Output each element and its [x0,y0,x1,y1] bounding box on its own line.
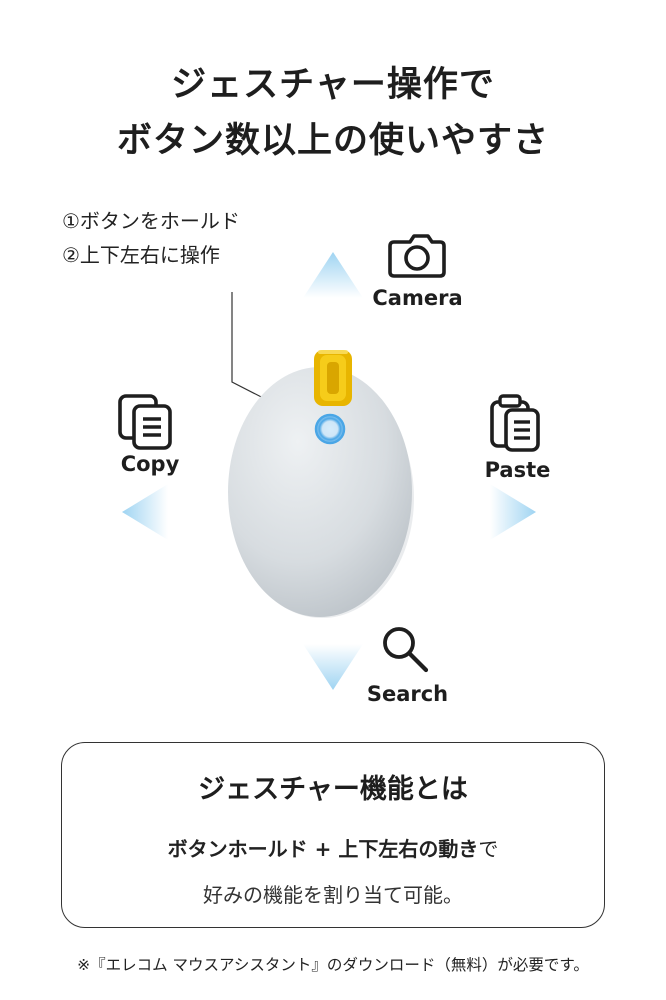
footnote: ※『エレコム マウスアシスタント』のダウンロード（無料）が必要です。 [77,956,589,974]
info-box-line-2: 好みの機能を割り当て可能。 [203,883,463,907]
arrow-down [303,644,363,690]
gesture-label-camera: Camera [372,286,463,310]
info-box-line-1-bold: ボタンホールド + 上下左右の動き [167,837,479,861]
camera-icon [388,234,446,278]
paste-icon [490,394,540,452]
steps-list: ①ボタンをホールド ②上下左右に操作 [62,204,240,272]
headline-line-1: ジェスチャー操作で [171,65,495,105]
info-box: ジェスチャー機能とは ボタンホールド + 上下左右の動きで 好みの機能を割り当て… [61,742,605,928]
info-box-title: ジェスチャー機能とは [198,774,468,805]
info-box-line-1-tail: で [478,837,499,861]
arrow-up [303,252,363,298]
gesture-label-copy: Copy [120,452,180,476]
gesture-button [316,415,344,443]
arrow-left [122,484,168,540]
gesture-label-paste: Paste [484,458,551,482]
search-icon [383,627,429,673]
headline-line-2: ボタン数以上の使いやすさ [116,121,549,161]
info-box-line-1: ボタンホールド + 上下左右の動きで [62,833,604,862]
gesture-label-search: Search [366,682,449,706]
step-2: ②上下左右に操作 [62,243,220,267]
copy-icon [118,394,172,450]
mouse-body [228,367,412,617]
arrow-right [490,484,536,540]
step-1: ①ボタンをホールド [62,209,240,233]
